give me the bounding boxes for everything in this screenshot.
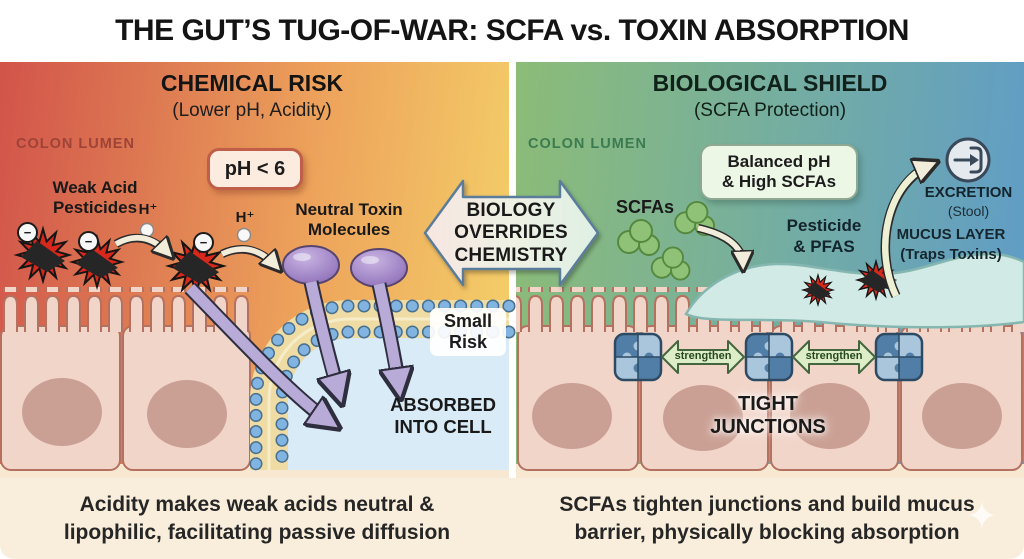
strengthen-label: strengthen bbox=[674, 350, 732, 362]
pesticide-pfas-label: Pesticide & PFAS bbox=[786, 216, 862, 257]
left-epithelial-cells bbox=[0, 287, 254, 471]
caption-bar: Acidity makes weak acids neutral & lipop… bbox=[0, 478, 1024, 559]
sparkle-icon: ✦ bbox=[966, 496, 998, 538]
tight-junctions bbox=[615, 334, 922, 380]
cell-nucleus bbox=[790, 383, 870, 449]
minus-charge-icon: − bbox=[78, 231, 99, 252]
weak-acid-pesticides-label: Weak Acid Pesticides bbox=[52, 178, 138, 218]
scfa-to-mucus-arrow bbox=[697, 223, 744, 266]
excretion-arrow bbox=[880, 164, 932, 299]
cell-nucleus bbox=[922, 383, 1002, 449]
biology-overrides-chemistry-arrow bbox=[423, 179, 600, 287]
left-caption: Acidity makes weak acids neutral & lipop… bbox=[63, 493, 451, 544]
tight-junction-icon bbox=[876, 334, 922, 380]
diagram-canvas: CHEMICAL RISK (Lower pH, Acidity) COLON … bbox=[0, 62, 1024, 478]
biological-shield-subheading: (SCFA Protection) bbox=[693, 100, 847, 121]
small-risk-label: Small Risk bbox=[430, 308, 506, 356]
cell-nucleus bbox=[663, 385, 743, 451]
balanced-ph-badge: Balanced pH & High SCFAs bbox=[700, 144, 858, 200]
diagram-art bbox=[0, 137, 1024, 478]
tight-junction-icon bbox=[746, 334, 792, 380]
tight-junctions-label: TIGHT JUNCTIONS bbox=[710, 393, 826, 438]
proton-dot bbox=[236, 227, 252, 243]
right-colon-lumen-label: COLON LUMEN bbox=[528, 136, 647, 152]
strengthen-arrow bbox=[792, 340, 876, 374]
absorbed-into-cell-label: ABSORBED INTO CELL bbox=[390, 394, 496, 438]
diffusion-arrows bbox=[184, 280, 400, 424]
minus-charge-icon: − bbox=[17, 222, 38, 243]
right-caption: SCFAs tighten junctions and build mucus … bbox=[559, 493, 975, 544]
biological-shield-heading: BIOLOGICAL SHIELD bbox=[652, 70, 888, 96]
main-title: THE GUT’S TUG-OF-WAR: SCFA vs. TOXIN ABS… bbox=[115, 14, 909, 47]
cell-nucleus bbox=[147, 380, 227, 448]
pesticide-bursts bbox=[16, 222, 252, 295]
biology-overrides-chemistry-label: BIOLOGY OVERRIDES CHEMISTRY bbox=[454, 200, 568, 266]
excretion-icon bbox=[945, 137, 991, 183]
strengthen-arrow bbox=[661, 340, 745, 374]
ph-badge: pH < 6 bbox=[207, 148, 303, 190]
excretion-sub-label: (Stool) bbox=[947, 203, 990, 219]
scfas-label: SCFAs bbox=[615, 197, 675, 217]
cell-nucleus bbox=[22, 378, 102, 446]
tight-junction-icon bbox=[615, 334, 661, 380]
minus-charge-icon: − bbox=[193, 232, 214, 253]
cell-nucleus bbox=[532, 383, 612, 449]
scfa-blob-icon bbox=[617, 219, 660, 256]
neutral-toxin-label: Neutral Toxin Molecules bbox=[295, 200, 403, 240]
scfa-blob-icon bbox=[650, 246, 691, 281]
chemical-risk-subheading: (Lower pH, Acidity) bbox=[172, 100, 332, 121]
left-colon-lumen-label: COLON LUMEN bbox=[16, 136, 135, 152]
h-plus-label: H⁺ bbox=[138, 201, 158, 218]
reaction-arrows bbox=[113, 233, 278, 268]
h-plus-label: H⁺ bbox=[235, 209, 255, 226]
strengthen-label: strengthen bbox=[805, 350, 863, 362]
excretion-label: EXCRETION bbox=[924, 184, 1013, 201]
mucus-layer-label: MUCUS LAYER (Traps Toxins) bbox=[896, 226, 1006, 263]
mucus-layer bbox=[684, 252, 1024, 329]
neutral-toxin-molecules bbox=[282, 245, 408, 288]
chemical-risk-heading: CHEMICAL RISK bbox=[160, 70, 344, 96]
